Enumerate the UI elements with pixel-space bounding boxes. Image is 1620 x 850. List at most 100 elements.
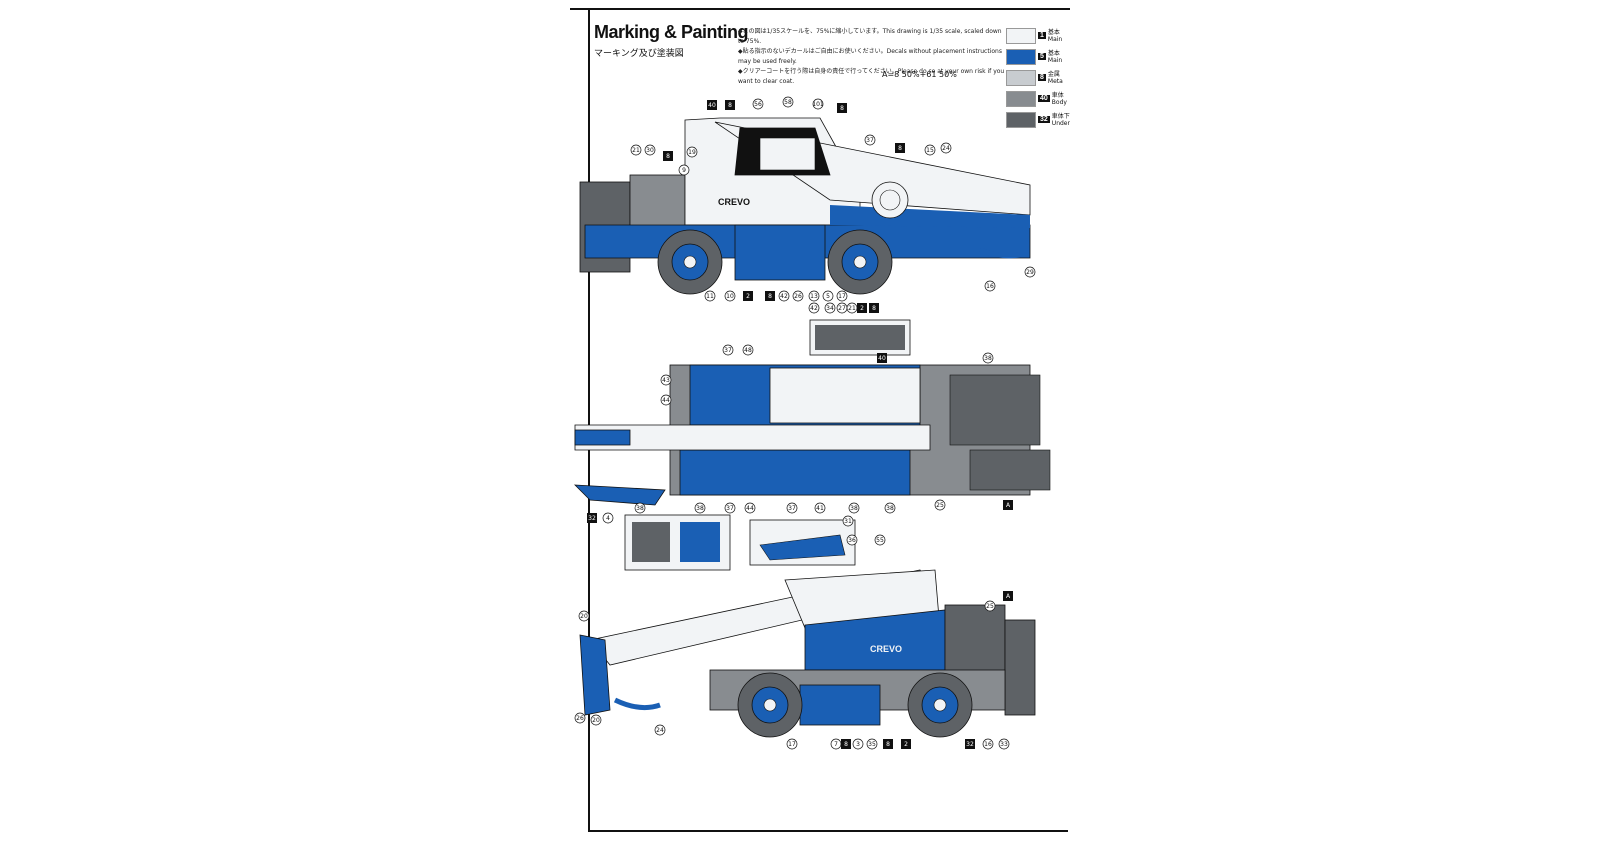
callout-marker: 8 — [841, 739, 851, 749]
callout-marker: 37 — [724, 502, 736, 514]
callout-marker: 42 — [808, 302, 820, 314]
callout-marker: 44 — [744, 502, 756, 514]
callout-number: 38 — [886, 505, 894, 512]
callout-marker: 24 — [654, 724, 666, 736]
crane-drawings: CREVO — [573, 96, 1051, 750]
callout-number: 36 — [848, 537, 856, 544]
top-view — [573, 319, 1051, 571]
callout-number: 10 — [726, 293, 734, 300]
callout-marker: 55 — [874, 534, 886, 546]
callout-marker: 42 — [778, 290, 790, 302]
callout-number: A — [1006, 502, 1011, 509]
callout-marker: 101 — [812, 98, 824, 110]
callout-marker: 26 — [574, 712, 586, 724]
callout-number: 9 — [682, 167, 686, 174]
callout-number: 26 — [576, 715, 584, 722]
callout-number: 8 — [768, 293, 772, 300]
side-view-right: CREVO — [579, 569, 1036, 738]
callout-marker: 32 — [965, 739, 975, 749]
callout-number: 24 — [656, 727, 664, 734]
callout-marker: 38 — [694, 502, 706, 514]
callout-marker: 40 — [877, 353, 887, 363]
callout-number: 35 — [868, 741, 876, 748]
vehicle-logo-text: CREVO — [718, 197, 750, 207]
callout-marker: 20 — [590, 714, 602, 726]
color-code: 8 — [1038, 74, 1046, 81]
callout-number: 8 — [840, 105, 844, 112]
callout-marker: 38 — [848, 502, 860, 514]
callout-marker: 17 — [836, 290, 848, 302]
marking-painting-sheet: Marking & Painting マーキング及び塗装図 ◆この図は1/35ス… — [570, 0, 1070, 850]
callout-marker: 29 — [1024, 266, 1036, 278]
frame-bottom-line — [588, 830, 1068, 832]
color-mix-note: A=8 50%+61 50% — [882, 70, 957, 79]
callout-marker: 2 — [901, 739, 911, 749]
callout-marker: 36 — [846, 534, 858, 546]
callout-marker: 26 — [792, 290, 804, 302]
callout-number: 2 — [860, 305, 864, 312]
callout-marker: 10 — [724, 290, 736, 302]
callout-marker: 17 — [786, 738, 798, 750]
callout-marker: 8 — [837, 103, 847, 113]
callout-number: 37 — [726, 505, 734, 512]
callout-marker: 38 — [884, 502, 896, 514]
vehicle-logo-text: CREVO — [870, 644, 902, 654]
callout-marker: A — [1003, 591, 1013, 601]
callout-marker: 31 — [842, 515, 854, 527]
frame-top-line — [570, 8, 1070, 10]
color-swatch — [1006, 48, 1036, 65]
callout-marker: 19 — [686, 146, 698, 158]
callout-marker: 37 — [786, 502, 798, 514]
callout-number: 13 — [810, 293, 818, 300]
callout-number: 32 — [966, 741, 974, 748]
callout-marker: 9 — [678, 164, 690, 176]
color-code: 1 — [1038, 32, 1046, 39]
callout-number: 30 — [646, 147, 654, 154]
callout-marker: A — [1003, 500, 1013, 510]
callout-number: 25 — [936, 502, 944, 509]
callout-marker: 32 — [587, 513, 597, 523]
callout-number: 17 — [838, 293, 846, 300]
callout-marker: 2 — [857, 303, 867, 313]
note-line: ◆貼る指示のないデカールはご自由にお使いください。Decals without … — [738, 48, 1002, 65]
callout-number: 37 — [724, 347, 732, 354]
callout-number: 2 — [746, 293, 750, 300]
callout-number: 11 — [706, 293, 714, 300]
callout-number: 8 — [844, 741, 848, 748]
callout-number: 4 — [606, 515, 610, 522]
callout-number: 56 — [754, 101, 762, 108]
callout-marker: 48 — [742, 344, 754, 356]
callout-marker: 15 — [924, 144, 936, 156]
callout-number: 48 — [744, 347, 752, 354]
callout-number: 24 — [942, 145, 950, 152]
callout-marker: 58 — [782, 96, 794, 108]
callout-marker: 16 — [984, 280, 996, 292]
callout-marker: 8 — [725, 100, 735, 110]
callout-number: 3 — [856, 741, 860, 748]
callout-number: 26 — [794, 293, 802, 300]
callout-marker: 33 — [998, 738, 1010, 750]
callout-marker: 41 — [814, 502, 826, 514]
callout-marker: 8 — [765, 291, 775, 301]
callout-number: 42 — [780, 293, 788, 300]
callout-marker: 27 — [836, 302, 848, 314]
callout-marker: 21 — [630, 144, 642, 156]
callout-number: 55 — [876, 537, 884, 544]
callout-marker: 37 — [722, 344, 734, 356]
callout-number: 8 — [898, 145, 902, 152]
callout-number: 5 — [826, 293, 830, 300]
callout-marker: 25 — [934, 499, 946, 511]
color-code: 32 — [1038, 116, 1050, 123]
callout-marker: 43 — [660, 374, 672, 386]
callout-marker: 11 — [704, 290, 716, 302]
instruction-notes: ◆この図は1/35スケールを、75%に縮小しています。This drawing … — [738, 27, 1008, 87]
callout-number: 38 — [696, 505, 704, 512]
color-code: 5 — [1038, 53, 1046, 60]
frame-left-line — [588, 8, 590, 832]
callout-number: 25 — [986, 603, 994, 610]
